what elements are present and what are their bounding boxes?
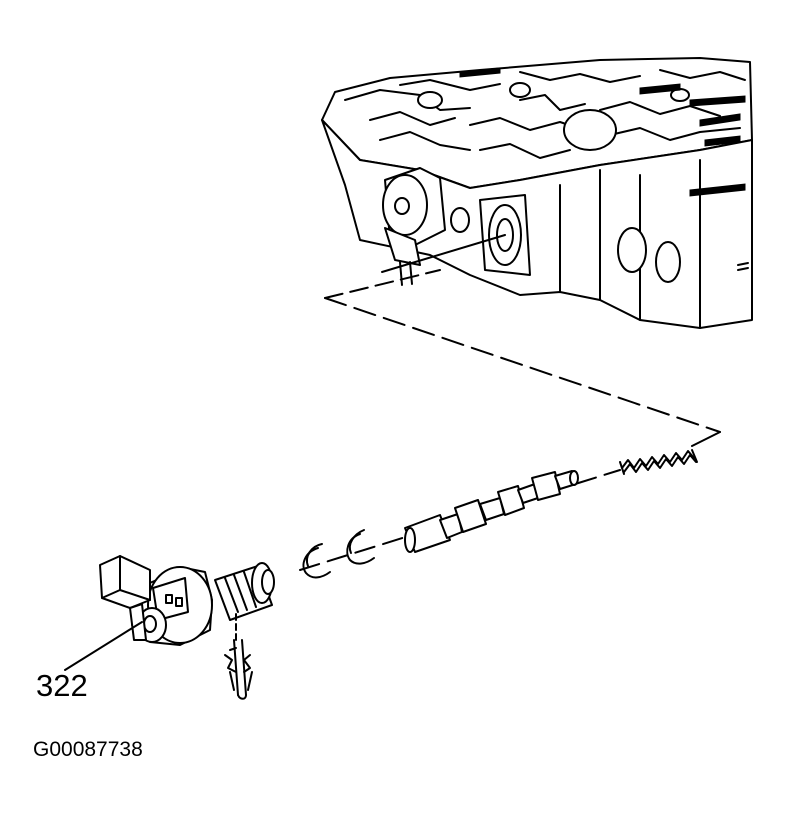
valve-body: [321, 57, 753, 329]
o-ring-2: [346, 529, 375, 565]
o-ring-1: [302, 543, 331, 579]
spring: [619, 449, 698, 475]
valve-spool: [404, 470, 579, 553]
retainer-clip: [224, 609, 253, 700]
callout-leader-line: [64, 621, 143, 671]
figure-id-label: G00087738: [33, 738, 143, 761]
solenoid: [99, 555, 275, 646]
installed-solenoid: [382, 167, 446, 286]
callout-label: 322: [36, 668, 88, 703]
